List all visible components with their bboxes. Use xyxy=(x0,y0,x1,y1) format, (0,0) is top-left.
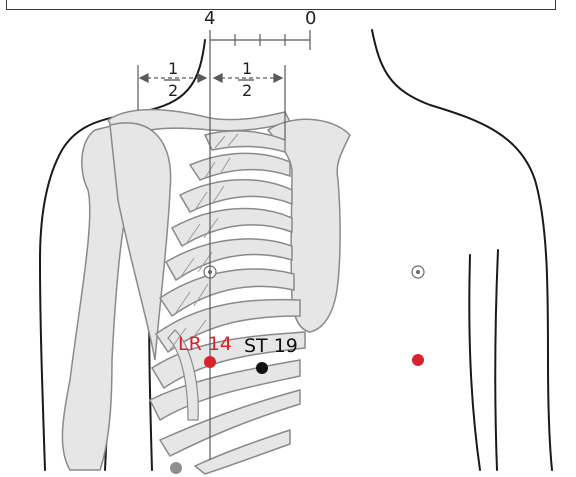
st19-label: ST 19 xyxy=(244,335,298,357)
frac-right-num: 1 xyxy=(242,59,252,78)
lr14-point xyxy=(204,356,216,368)
right-torso-line xyxy=(469,255,480,470)
right-arm-inner-line xyxy=(495,250,498,470)
lr14-mirror-point xyxy=(412,354,424,366)
frac-right-den: 2 xyxy=(242,81,252,100)
lower-point xyxy=(170,462,182,474)
right-shoulder-outline xyxy=(372,30,552,470)
frac-left-den: 2 xyxy=(168,81,178,100)
rib-2 xyxy=(190,153,290,180)
st19-point xyxy=(256,362,268,374)
frac-left-num: 1 xyxy=(168,59,178,78)
ribcage xyxy=(150,131,305,474)
scale-label-right: 0 xyxy=(305,8,316,29)
scale-label-left: 4 xyxy=(204,8,215,29)
lr14-label: LR 14 xyxy=(178,333,232,355)
nipple-right-dot xyxy=(416,270,420,274)
